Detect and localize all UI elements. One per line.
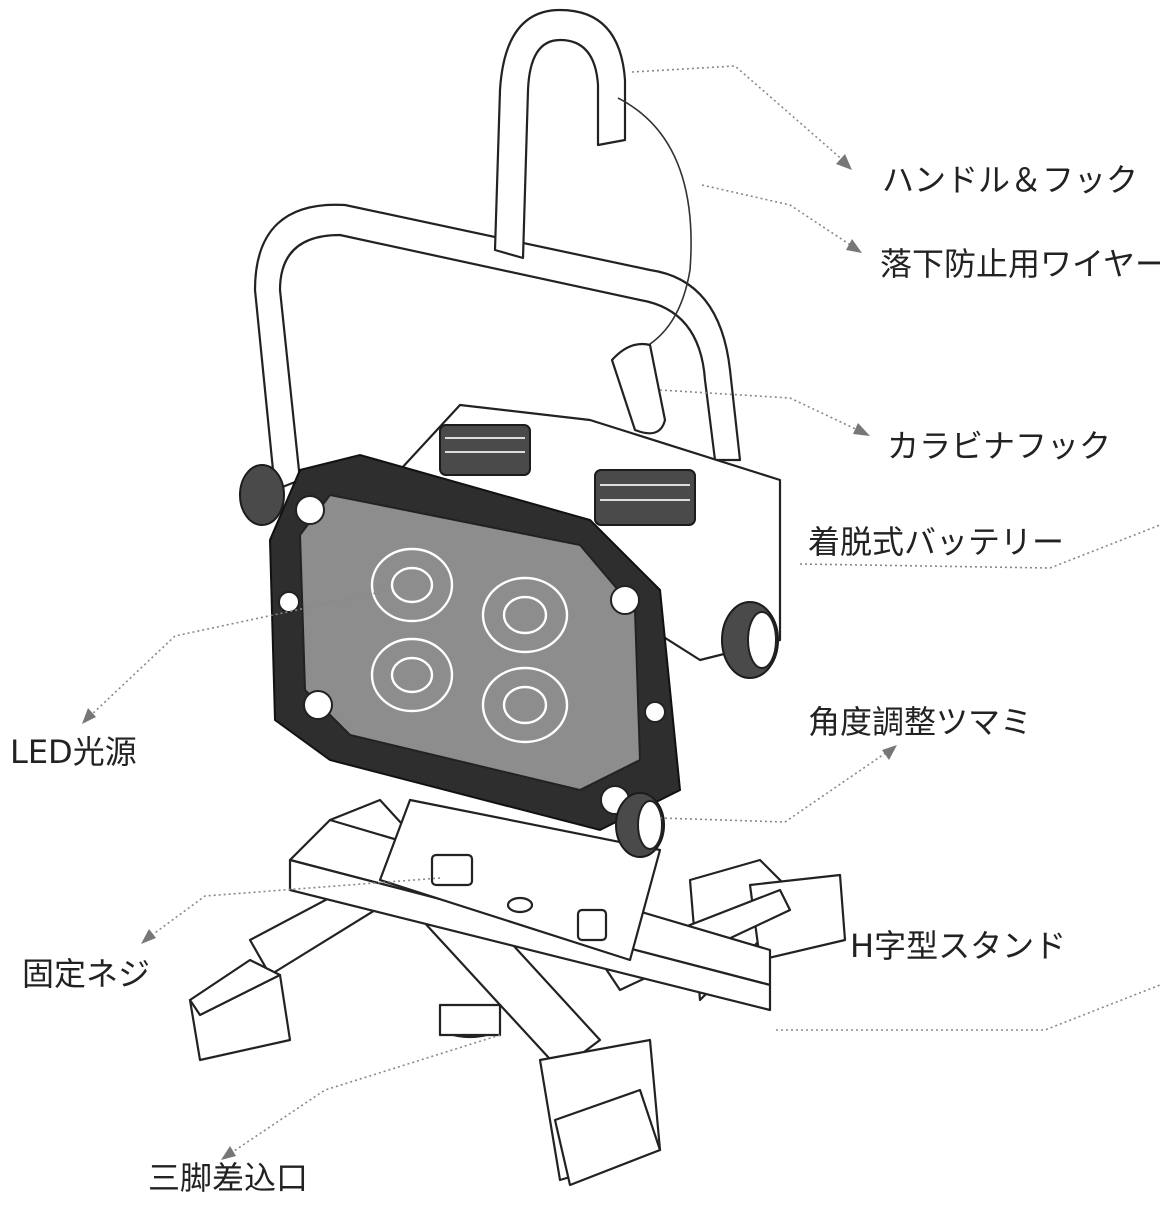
label-fall-prevention-wire: 落下防止用ワイヤー bbox=[880, 245, 1160, 283]
label-handle-hook: ハンドル＆フック bbox=[882, 161, 1139, 199]
label-led-light-source: LED光源 bbox=[10, 733, 137, 771]
label-carabiner-hook: カラビナフック bbox=[887, 427, 1112, 465]
leader-lines bbox=[82, 65, 1160, 1160]
light-housing bbox=[268, 453, 682, 832]
label-angle-adjust-knob: 角度調整ツマミ bbox=[808, 703, 1033, 741]
label-h-stand: H字型スタンド bbox=[850, 927, 1067, 965]
label-fixing-screw: 固定ネジ bbox=[22, 955, 151, 993]
label-removable-battery: 着脱式バッテリー bbox=[808, 523, 1065, 561]
mount-bracket bbox=[378, 798, 662, 962]
handle bbox=[253, 8, 742, 492]
angle-knobs bbox=[239, 464, 779, 858]
label-tripod-socket: 三脚差込口 bbox=[148, 1159, 309, 1197]
led-array bbox=[370, 547, 569, 744]
